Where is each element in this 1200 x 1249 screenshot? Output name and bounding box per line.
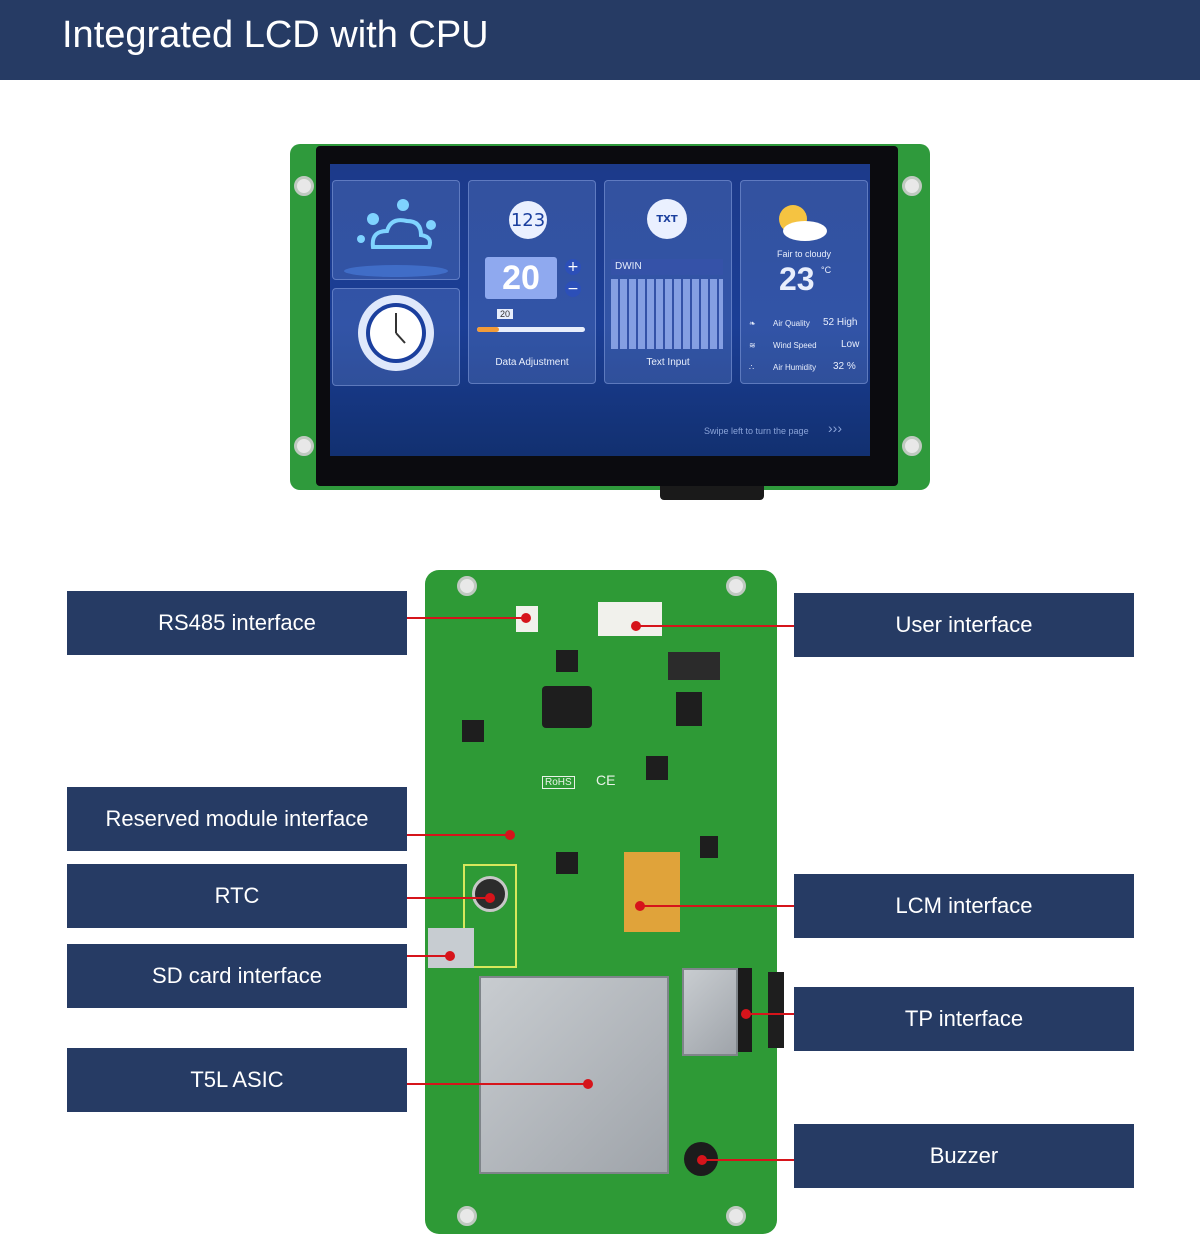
wind-speed-label: Wind Speed [773, 341, 817, 350]
sd-card-slot [428, 928, 474, 968]
buzzer-callout-dot [697, 1155, 707, 1165]
tp-callout-dot [741, 1009, 751, 1019]
ic-chip [646, 756, 668, 780]
rohs-mark: RoHS [542, 776, 575, 789]
clock-icon [358, 295, 434, 371]
slider-track[interactable] [477, 327, 585, 332]
mount-hole [902, 436, 922, 456]
ic-chip [462, 720, 484, 742]
t5l-callout-line [406, 1083, 588, 1085]
cloud-tile [332, 180, 460, 280]
air-quality-value: 52 High [823, 317, 858, 328]
counter-value: 20 [485, 257, 557, 299]
diodes [668, 652, 720, 680]
temperature: 23 [779, 261, 815, 297]
rtc-callout-dot [485, 893, 495, 903]
plus-icon[interactable]: + [565, 259, 581, 275]
text-input-field[interactable]: DWIN [611, 259, 723, 275]
mount-hole [294, 436, 314, 456]
label-t5l-asic: T5L ASIC [67, 1048, 407, 1112]
label-text: LCM interface [895, 893, 1033, 918]
label-text: T5L ASIC [190, 1067, 284, 1092]
reserved-module-callout-dot [505, 830, 515, 840]
partly-cloudy-icon [779, 205, 827, 241]
clock-tile [332, 288, 460, 386]
buzzer-callout-line [702, 1159, 794, 1161]
on-screen-keyboard[interactable] [611, 279, 723, 349]
sd-card-callout-dot [445, 951, 455, 961]
label-buzzer: Buzzer [794, 1124, 1134, 1188]
counter-icon: 123 [509, 201, 547, 239]
label-text: RS485 interface [158, 610, 316, 635]
rtc-highlight-box [463, 864, 517, 968]
data-adjustment-tile: 123 20 + − 20 Data Adjustment [468, 180, 596, 384]
flex-cable [660, 486, 764, 500]
mount-hole [457, 1206, 477, 1226]
label-text: RTC [214, 883, 260, 908]
lcd-screen: 123 20 + − 20 Data Adjustment TXT DWIN T… [330, 164, 870, 456]
label-rs485-interface: RS485 interface [67, 591, 407, 655]
air-quality-label: Air Quality [773, 319, 810, 328]
user-connector [598, 602, 662, 636]
label-reserved-module-interface: Reserved module interface [67, 787, 407, 851]
label-text: Reserved module interface [105, 806, 369, 831]
inductor [542, 686, 592, 728]
weather-description: Fair to cloudy [776, 249, 832, 259]
ic-chip [556, 852, 578, 874]
mount-hole [726, 576, 746, 596]
ic-chip [556, 650, 578, 672]
t5l-callout-dot [583, 1079, 593, 1089]
air-humidity-label: Air Humidity [773, 363, 817, 372]
label-text: User interface [895, 612, 1033, 637]
label-text: Buzzer [929, 1143, 999, 1168]
tp-cable [768, 972, 784, 1048]
temperature-unit: °C [821, 265, 832, 275]
label-text: SD card interface [152, 963, 322, 988]
rs485-callout-dot [521, 613, 531, 623]
text-input-tile: TXT DWIN Text Input [604, 180, 732, 384]
data-adjustment-label: Data Adjustment [495, 357, 569, 368]
cloud-icon [344, 199, 448, 277]
txt-icon: TXT [647, 199, 687, 239]
ce-mark: CE [596, 772, 616, 788]
user-interface-callout-line [636, 625, 794, 627]
lcm-callout-line [640, 905, 794, 907]
sd-card-callout-line [406, 955, 450, 957]
rs485-callout-line [406, 617, 526, 619]
reserved-module-callout-line [406, 834, 510, 836]
label-sd-card-interface: SD card interface [67, 944, 407, 1008]
label-rtc: RTC [67, 864, 407, 928]
page-title: Integrated LCD with CPU [62, 14, 489, 56]
header-banner: Integrated LCD with CPU [0, 0, 1200, 80]
label-user-interface: User interface [794, 593, 1134, 657]
text-input-label: Text Input [646, 357, 690, 368]
weather-tile: Fair to cloudy 23 °C ❧ Air Quality 52 Hi… [740, 180, 868, 384]
wind-speed-value: Low [841, 339, 860, 350]
mount-hole [726, 1206, 746, 1226]
lcm-connector [624, 852, 680, 932]
swipe-hint: Swipe left to turn the page [704, 426, 809, 436]
humidity-icon: ∴ [749, 363, 755, 372]
rtc-callout-line [406, 897, 490, 899]
wind-icon: ≋ [749, 341, 756, 350]
ic-chip [700, 836, 718, 858]
tp-callout-line [746, 1013, 794, 1015]
slider-value: 20 [497, 309, 514, 319]
air-quality-icon: ❧ [749, 319, 756, 328]
mount-hole [902, 176, 922, 196]
label-lcm-interface: LCM interface [794, 874, 1134, 938]
asic-shield [479, 976, 669, 1174]
mount-hole [457, 576, 477, 596]
tp-shield [682, 968, 738, 1056]
chevrons-right-icon: ››› [828, 420, 842, 436]
lcm-callout-dot [635, 901, 645, 911]
air-humidity-value: 32 % [833, 361, 856, 372]
ic-chip [676, 692, 702, 726]
user-interface-callout-dot [631, 621, 641, 631]
mount-hole [294, 176, 314, 196]
slider-fill [477, 327, 499, 332]
label-tp-interface: TP interface [794, 987, 1134, 1051]
label-text: TP interface [904, 1006, 1024, 1031]
minus-icon[interactable]: − [565, 281, 581, 297]
